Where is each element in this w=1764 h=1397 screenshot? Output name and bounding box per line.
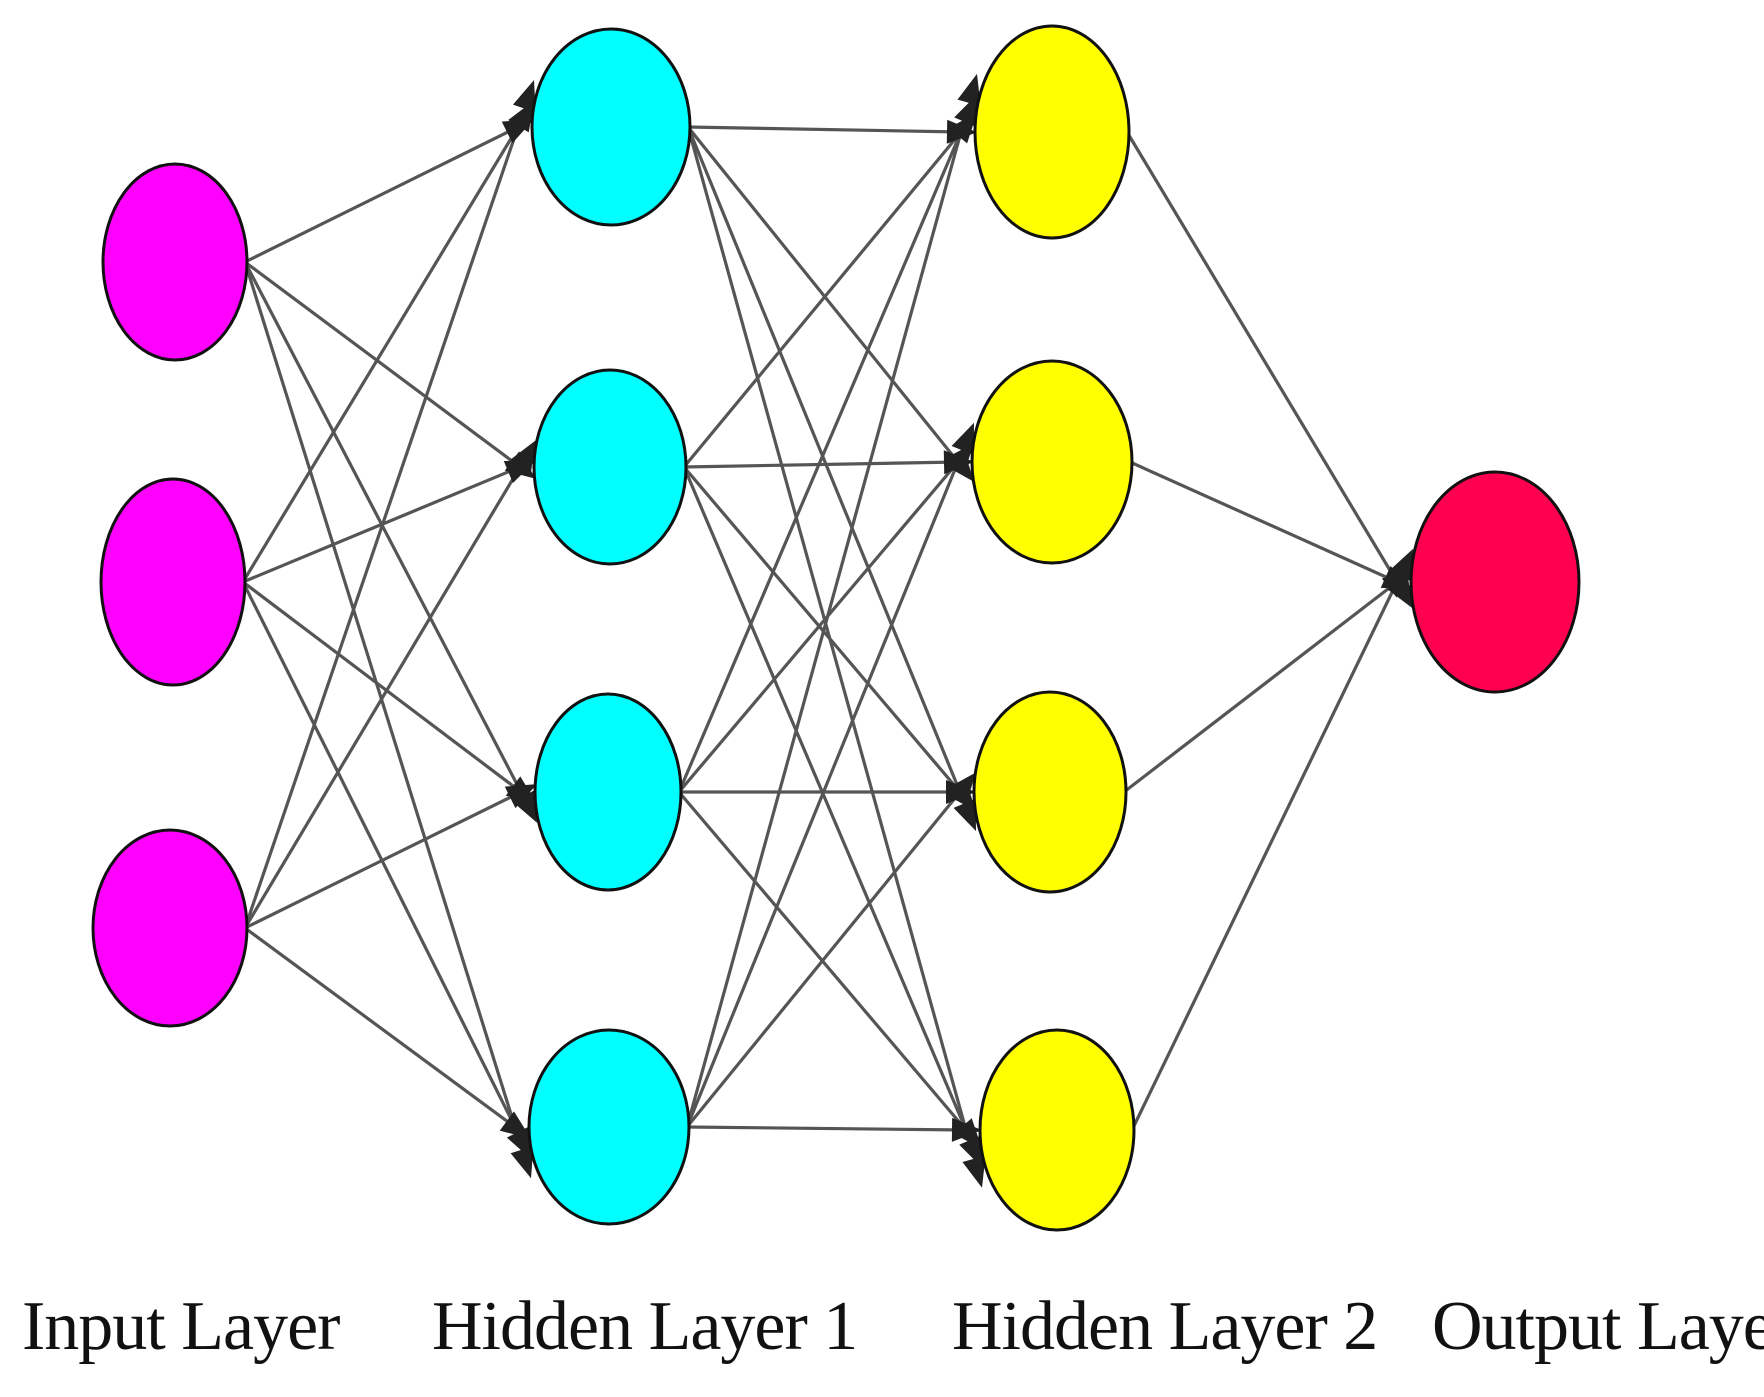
edge-hidden1-1-to-hidden2-2 — [686, 125, 960, 464]
hidden1-node-1 — [530, 27, 692, 227]
connection-arrowheads — [499, 73, 1413, 1188]
edge-input-2-to-hidden1-4 — [241, 581, 517, 1128]
hidden1-node-3 — [533, 692, 683, 892]
arrowhead-hidden1-4-to-hidden2-1 — [957, 73, 981, 107]
arrowhead-input-3-to-hidden1-4 — [499, 1111, 531, 1139]
hidden1-node-2 — [532, 368, 688, 566]
edge-hidden1-2-to-hidden2-3 — [682, 465, 962, 794]
edge-hidden1-2-to-hidden2-4 — [682, 466, 968, 1131]
output-layer-label: Output Layer — [1432, 1288, 1764, 1365]
edge-input-2-to-hidden1-3 — [242, 580, 522, 794]
input-node-3 — [91, 828, 249, 1028]
hidden1-node-4 — [527, 1028, 691, 1226]
arrowhead-input-3-to-hidden1-1 — [512, 80, 536, 113]
input-node-2 — [99, 477, 247, 687]
edge-hidden1-2-to-hidden2-1 — [682, 130, 963, 469]
edge-hidden1-3-to-hidden2-1 — [677, 131, 963, 793]
edge-input-1-to-hidden1-2 — [244, 260, 521, 469]
arrowhead-hidden1-4-to-hidden2-2 — [951, 422, 974, 456]
edge-input-1-to-hidden1-1 — [244, 125, 519, 264]
edge-hidden2-3-to-output-1 — [1123, 580, 1398, 794]
arrowhead-hidden1-4-to-hidden2-4 — [951, 1117, 982, 1142]
edge-input-3-to-hidden1-3 — [244, 790, 522, 930]
hidden-layer-2-label: Hidden Layer 2 — [952, 1288, 1378, 1365]
edge-hidden1-2-to-hidden2-2 — [683, 460, 959, 469]
edge-hidden1-4-to-hidden2-2 — [685, 461, 960, 1128]
hidden-layer-1-label: Hidden Layer 1 — [432, 1288, 858, 1365]
hidden2-node-2 — [970, 359, 1134, 565]
input-node-1 — [101, 162, 249, 362]
arrowhead-input-3-to-hidden1-3 — [504, 784, 537, 809]
edge-input-2-to-hidden1-1 — [241, 126, 520, 583]
edge-input-3-to-hidden1-2 — [243, 466, 522, 929]
output-node-1 — [1409, 470, 1581, 694]
edge-input-1-to-hidden1-4 — [243, 261, 517, 1128]
edge-input-3-to-hidden1-4 — [244, 926, 516, 1129]
connection-edges — [241, 125, 1399, 1132]
edge-hidden1-4-to-hidden2-1 — [685, 131, 963, 1128]
arrowhead-hidden1-1-to-hidden2-4 — [962, 1155, 986, 1188]
edge-hidden1-1-to-hidden2-3 — [686, 126, 962, 793]
edge-input-3-to-hidden1-1 — [243, 126, 520, 929]
arrowhead-hidden2-4-to-output-1 — [1389, 548, 1413, 582]
edge-hidden1-1-to-hidden2-1 — [687, 125, 962, 134]
hidden2-node-4 — [978, 1028, 1136, 1232]
arrowhead-input-3-to-hidden1-2 — [510, 440, 536, 473]
hidden2-node-1 — [973, 24, 1131, 240]
edge-hidden2-2-to-output-1 — [1129, 460, 1398, 584]
edge-hidden1-3-to-hidden2-2 — [677, 460, 960, 794]
arrowhead-hidden1-4-to-hidden2-3 — [947, 772, 976, 804]
edge-hidden2-1-to-output-1 — [1125, 131, 1399, 583]
edge-hidden1-1-to-hidden2-4 — [686, 126, 968, 1131]
hidden2-node-3 — [972, 690, 1128, 894]
edge-hidden2-4-to-output-1 — [1130, 581, 1399, 1131]
edge-hidden1-4-to-hidden2-3 — [685, 790, 962, 1129]
network-nodes — [91, 24, 1581, 1232]
edge-hidden1-4-to-hidden2-4 — [686, 1125, 967, 1132]
input-layer-label: Input Layer — [22, 1288, 340, 1365]
